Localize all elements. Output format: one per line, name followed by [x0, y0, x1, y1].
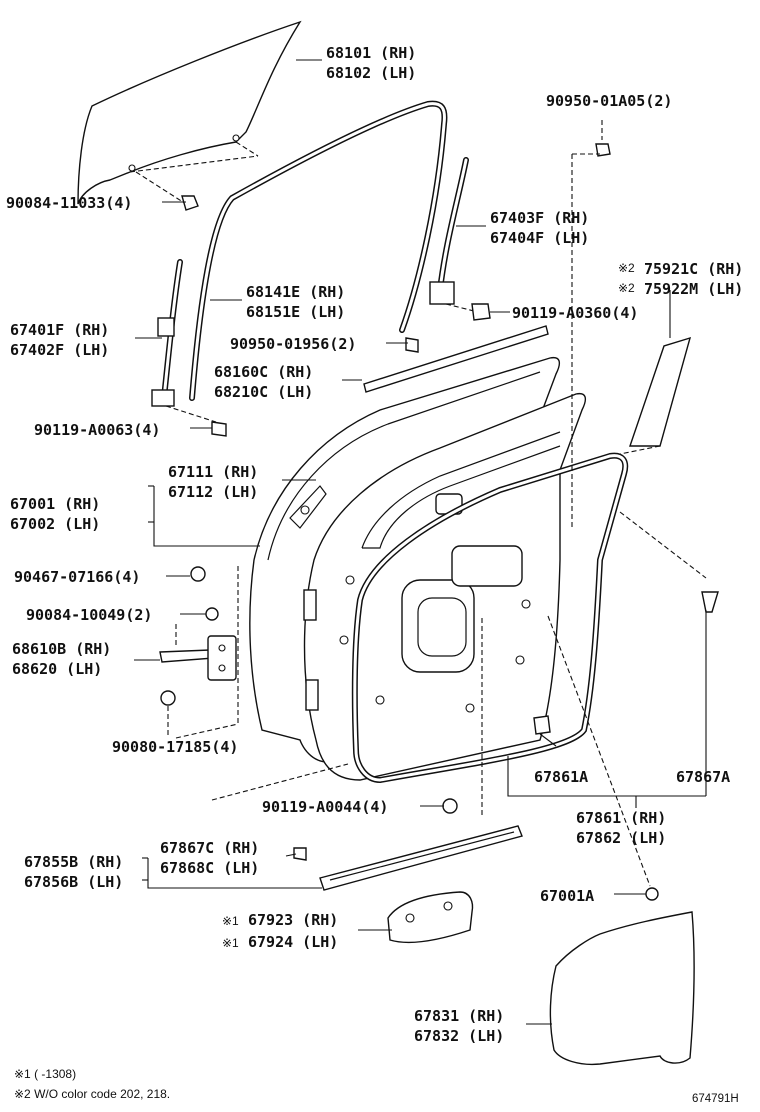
- label-clip-67867c-lh: 67868C (LH): [160, 859, 259, 877]
- label-clip-67867c-rh: 67867C (RH): [160, 839, 259, 857]
- label-hole-cover-rh: 67831 (RH): [414, 1007, 504, 1025]
- label-clip-90950-01a05: 90950-01A05(2): [546, 92, 672, 110]
- label-weatherstrip-rh: 67861 (RH): [576, 809, 666, 827]
- door-glass: [77, 20, 302, 205]
- label-front-run-lh: 67402F (LH): [10, 341, 109, 359]
- label-door-panel-rh: 67001 (RH): [10, 495, 100, 513]
- label-lower-moulding-lh: 67856B (LH): [24, 873, 123, 891]
- label-clip-90950-01956: 90950-01956(2): [230, 335, 356, 353]
- mark-2-b: ※2: [618, 281, 635, 295]
- label-belt-moulding-lh: 68210C (LH): [214, 383, 313, 401]
- garnish-sticker: [619, 336, 692, 455]
- label-nut-90467-07166: 90467-07166(4): [14, 568, 140, 586]
- footnotes: ※1 ( -1308) ※2 W/O color code 202, 218. …: [14, 1067, 739, 1105]
- run-channel: [189, 100, 448, 401]
- label-silencer-rh: 67923 (RH): [248, 911, 338, 929]
- silencer-pad: [387, 891, 474, 944]
- label-lower-moulding-rh: 67855B (RH): [24, 853, 123, 871]
- door-check: [159, 635, 237, 681]
- mark-2-a: ※2: [618, 261, 635, 275]
- door-weatherstrip: [351, 452, 629, 784]
- label-belt-moulding-rh: 68160C (RH): [214, 363, 313, 381]
- footnote-1: ※1 ( -1308): [14, 1067, 76, 1081]
- fasteners: [160, 143, 719, 901]
- label-67861a: 67861A: [534, 768, 588, 786]
- label-check-rh: 68610B (RH): [12, 640, 111, 658]
- label-glass-rh: 68101 (RH): [326, 44, 416, 62]
- door-inner-frame: [303, 392, 587, 781]
- label-bolt-90084-10049: 90084-10049(2): [26, 606, 152, 624]
- label-run-channel-rh: 68141E (RH): [246, 283, 345, 301]
- diagram-code: 674791H: [692, 1093, 739, 1105]
- part-labels: 68101 (RH) 68102 (LH) 90084-11033(4) 909…: [6, 44, 743, 1045]
- label-silencer-lh: 67924 (LH): [248, 933, 338, 951]
- label-run-channel-lh: 68151E (LH): [246, 303, 345, 321]
- label-bolt-90119-a0360: 90119-A0360(4): [512, 304, 638, 322]
- label-67867a: 67867A: [676, 768, 730, 786]
- mark-1-a: ※1: [222, 914, 239, 928]
- label-check-lh: 68620 (LH): [12, 660, 102, 678]
- lower-moulding: [319, 825, 523, 891]
- label-rear-run-lh: 67404F (LH): [490, 229, 589, 247]
- label-weatherstrip-lh: 67862 (LH): [576, 829, 666, 847]
- belt-moulding: [363, 325, 549, 393]
- front-run: [151, 259, 217, 423]
- label-plug-67001a: 67001A: [540, 887, 594, 905]
- label-weatherstrip-frame-lh: 67112 (LH): [168, 483, 258, 501]
- label-bolt-90119-a0044: 90119-A0044(4): [262, 798, 388, 816]
- label-bolt-90119-a0063: 90119-A0063(4): [34, 421, 160, 439]
- label-garnish-lh: 75922M (LH): [644, 280, 743, 298]
- footnote-2: ※2 W/O color code 202, 218.: [14, 1087, 170, 1101]
- rear-run: [429, 157, 479, 313]
- label-bolt-90084-11033: 90084-11033(4): [6, 194, 132, 212]
- label-bolt-90080-17185: 90080-17185(4): [112, 738, 238, 756]
- label-weatherstrip-frame-rh: 67111 (RH): [168, 463, 258, 481]
- label-front-run-rh: 67401F (RH): [10, 321, 109, 339]
- mark-1-b: ※1: [222, 936, 239, 950]
- label-door-panel-lh: 67002 (LH): [10, 515, 100, 533]
- hole-cover: [549, 911, 695, 1066]
- label-hole-cover-lh: 67832 (LH): [414, 1027, 504, 1045]
- label-garnish-rh: 75921C (RH): [644, 260, 743, 278]
- label-rear-run-rh: 67403F (RH): [490, 209, 589, 227]
- label-glass-lh: 68102 (LH): [326, 64, 416, 82]
- leader-lines: [134, 59, 707, 1025]
